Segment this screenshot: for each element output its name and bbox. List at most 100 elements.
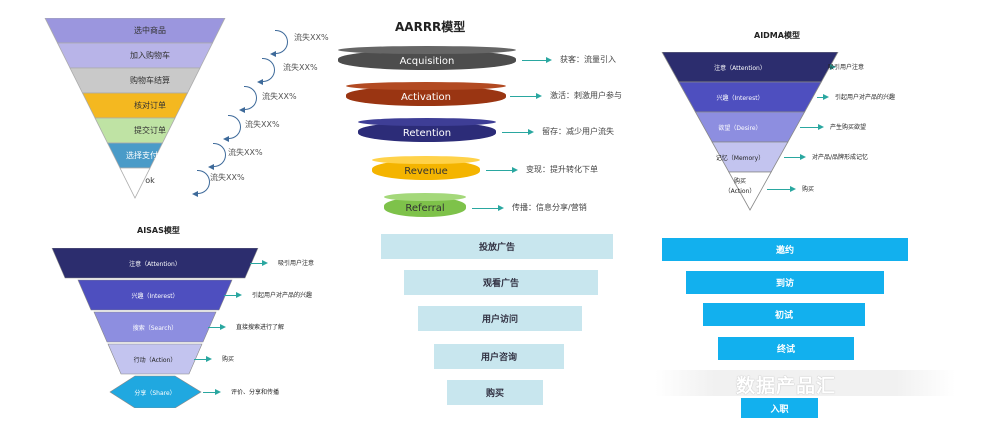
loss-curve-arrow xyxy=(239,86,257,113)
aarrr-cylinder-revenue: Revenue xyxy=(372,156,480,180)
loss-rate-label: 流失XX% xyxy=(210,173,245,182)
aarrr-stage-name: Referral xyxy=(405,202,445,214)
aisas-layer-desc: 引起用户对产品的兴趣 xyxy=(252,292,313,299)
aarrr-arrow xyxy=(472,204,504,211)
cylinder-top xyxy=(372,156,480,164)
aarrr-cylinder-acquisition: Acquisition xyxy=(338,46,516,70)
aarrr-stage-desc: 获客：流量引入 xyxy=(560,55,616,64)
aarrr-cylinder-referral: Referral xyxy=(384,193,466,217)
aisas-arrow xyxy=(208,323,226,330)
aidma-arrow xyxy=(800,123,824,130)
loss-rate-label: 流失XX% xyxy=(245,120,280,129)
aidma-layer-desc: 引起用户对产品的兴趣 xyxy=(835,94,896,101)
cylinder-top xyxy=(358,118,496,126)
aidma-layer-desc: 吸引用户注意 xyxy=(828,64,865,71)
aisas-layer-label: 行动（Action） xyxy=(133,356,177,364)
aisas-layer xyxy=(107,343,203,375)
loss-rate-label: 流失XX% xyxy=(262,92,297,101)
aisas-funnel-shape xyxy=(51,248,259,408)
aidma-layer-label: 兴趣（Interest） xyxy=(716,94,764,102)
recruit-funnel-step: 入职 xyxy=(741,398,818,418)
aisas-layer-label: 搜索（Search） xyxy=(132,324,178,332)
cylinder-top xyxy=(346,82,506,90)
aisas-layer xyxy=(109,375,202,408)
aidma-layer-label: 欲望（Desire） xyxy=(718,124,762,132)
aisas-layer xyxy=(93,311,217,343)
aidma-layer-label-sub: （Action） xyxy=(724,187,756,195)
aidma-funnel-shape xyxy=(661,52,839,211)
ad-funnel-step: 观看广告 xyxy=(404,270,598,295)
aarrr-title: AARRR模型 xyxy=(395,20,466,34)
aisas-title: AISAS模型 xyxy=(137,226,180,235)
aarrr-arrow xyxy=(522,56,552,63)
ad-funnel-step: 用户访问 xyxy=(418,306,582,331)
cylinder-body xyxy=(358,122,496,142)
shopping-funnel-layer-label: 选中商品 xyxy=(134,26,166,35)
recruit-funnel-step: 到访 xyxy=(686,271,884,294)
aisas-arrow xyxy=(194,355,212,362)
aarrr-stage-desc: 传播：信息分享/营销 xyxy=(512,203,587,212)
aarrr-stage-name: Acquisition xyxy=(399,55,455,67)
aarrr-stage-desc: 留存：减少用户流失 xyxy=(542,127,614,136)
aidma-layer-label: 注意（Attention） xyxy=(714,64,766,72)
aarrr-stage-name: Revenue xyxy=(404,165,448,177)
recruit-funnel-step: 邀约 xyxy=(662,238,908,261)
aarrr-stage-name: Activation xyxy=(400,91,452,103)
shopping-funnel-shape xyxy=(44,18,226,199)
shopping-funnel-layer-label: ok xyxy=(145,176,155,185)
shopping-funnel-layer-label: 核对订单 xyxy=(134,101,166,110)
shopping-funnel-layer-label: 购物车结算 xyxy=(130,76,170,85)
aarrr-cylinder-retention: Retention xyxy=(358,118,496,142)
shopping-funnel-layer-label: 加入购物车 xyxy=(130,51,170,60)
loss-rate-label: 流失XX% xyxy=(228,148,263,157)
ad-funnel-step: 投放广告 xyxy=(381,234,613,259)
cylinder-top xyxy=(384,193,466,201)
aisas-layer-desc: 评价、分享和传播 xyxy=(231,389,280,396)
aisas-arrow xyxy=(203,388,221,395)
aisas-layer xyxy=(77,279,233,311)
aisas-layer-label: 注意（Attention） xyxy=(129,260,181,268)
shopping-funnel-layer xyxy=(119,167,151,199)
aisas-arrow xyxy=(250,259,268,266)
aidma-layer-label: 购买 xyxy=(733,177,746,185)
aidma-arrow xyxy=(783,153,807,160)
aisas-layer xyxy=(51,248,259,279)
cylinder-body xyxy=(346,86,506,106)
loss-curve-arrow xyxy=(223,115,241,142)
aidma-arrow xyxy=(766,185,797,192)
aarrr-stage-desc: 激活：刺激用户参与 xyxy=(550,91,622,100)
recruit-funnel-step: 终试 xyxy=(718,337,854,360)
recruit-funnel-step: 初试 xyxy=(703,303,865,326)
aisas-layer-desc: 吸引用户注意 xyxy=(278,260,315,267)
aidma-layer-desc: 对产品/品牌形成记忆 xyxy=(812,154,869,161)
aarrr-stage-desc: 变现：提升转化下单 xyxy=(526,165,598,174)
aidma-title: AIDMA模型 xyxy=(754,31,800,40)
aisas-layer-desc: 直接搜索进行了解 xyxy=(236,324,285,331)
aarrr-stage-name: Retention xyxy=(402,127,452,139)
aarrr-arrow xyxy=(486,166,518,173)
ad-funnel-step: 购买 xyxy=(447,380,543,405)
cylinder-body xyxy=(384,197,466,217)
loss-curve-arrow xyxy=(270,30,288,57)
aarrr-arrow xyxy=(502,128,534,135)
aidma-layer-label: 记忆（Memory） xyxy=(715,154,765,162)
aidma-layer xyxy=(728,171,772,211)
loss-rate-label: 流失XX% xyxy=(283,63,318,72)
aarrr-cylinder-activation: Activation xyxy=(346,82,506,106)
aidma-layer-desc: 产生购买欲望 xyxy=(830,124,867,131)
aarrr-arrow xyxy=(510,92,542,99)
ad-funnel-step: 用户咨询 xyxy=(434,344,564,369)
aidma-layer-desc: 购买 xyxy=(802,186,815,193)
aidma-arrow xyxy=(816,93,830,100)
aisas-layer-desc: 购买 xyxy=(222,356,235,363)
aisas-layer-label: 兴趣（Interest） xyxy=(131,292,179,300)
watermark-text: 数据产品汇 xyxy=(736,375,837,397)
watermark-band xyxy=(655,370,955,396)
cylinder-body xyxy=(338,50,516,70)
aisas-arrow xyxy=(224,291,242,298)
loss-curve-arrow xyxy=(257,58,275,85)
shopping-funnel-layer-label: 选择支付方式 xyxy=(126,151,174,160)
cylinder-top xyxy=(338,46,516,54)
cylinder-body xyxy=(372,160,480,180)
loss-rate-label: 流失XX% xyxy=(294,33,329,42)
